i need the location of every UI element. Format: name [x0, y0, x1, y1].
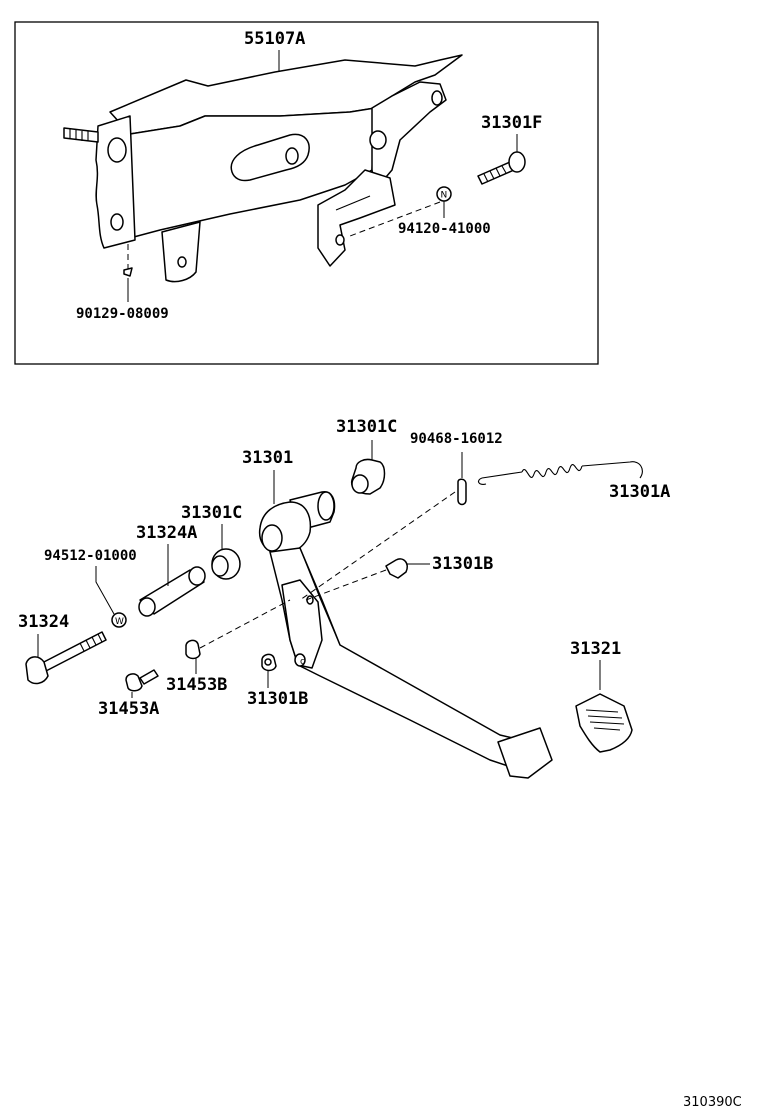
- label-31324: 31324: [18, 612, 69, 632]
- label-31301f: 31301F: [481, 113, 542, 133]
- figure-reference: 310390C: [683, 1095, 742, 1110]
- bolt-31324[interactable]: [25, 631, 107, 685]
- label-94120-41000: 94120-41000: [398, 221, 491, 237]
- label-94512-01000: 94512-01000: [44, 548, 137, 564]
- clip-90129-08009[interactable]: [123, 240, 133, 277]
- pedal-arm-31301[interactable]: c: [258, 491, 553, 779]
- stopper-31301b-right[interactable]: [305, 558, 408, 601]
- cushion-31453a[interactable]: [125, 669, 159, 692]
- pedal-pad-31321[interactable]: [575, 660, 633, 753]
- arm-stamp-c: c: [300, 657, 305, 667]
- label-31301c-top: 31301C: [336, 417, 397, 437]
- label-31301a: 31301A: [609, 482, 670, 502]
- bushing-31301c-left[interactable]: [211, 548, 241, 580]
- label-90468-16012: 90468-16012: [410, 431, 503, 447]
- label-31453b: 31453B: [166, 675, 227, 695]
- label-31301c-left: 31301C: [181, 503, 242, 523]
- label-31453a: 31453A: [98, 699, 159, 719]
- label-90129-08009: 90129-08009: [76, 306, 169, 322]
- stopper-31301b-bottom[interactable]: [261, 653, 277, 672]
- pin-90468-16012[interactable]: [299, 452, 467, 601]
- washer-94512-01000[interactable]: W: [95, 566, 127, 628]
- bolt-31301f[interactable]: [477, 151, 526, 185]
- label-31301b-bottom: 31301B: [247, 689, 308, 709]
- nut-symbol: N: [441, 191, 448, 201]
- collar-31324a[interactable]: [138, 566, 206, 617]
- cushion-31453b[interactable]: [185, 599, 291, 660]
- spring-31301a[interactable]: [477, 461, 643, 485]
- bracket-55107a[interactable]: [63, 54, 463, 283]
- label-55107a: 55107A: [244, 29, 305, 49]
- label-31301: 31301: [242, 448, 293, 468]
- label-31301b-right: 31301B: [432, 554, 493, 574]
- bushing-31301c-top[interactable]: [350, 458, 386, 495]
- washer-symbol: W: [115, 617, 124, 627]
- label-31324a: 31324A: [136, 523, 197, 543]
- label-31321: 31321: [570, 639, 621, 659]
- bracket-assembly-box: [14, 21, 599, 365]
